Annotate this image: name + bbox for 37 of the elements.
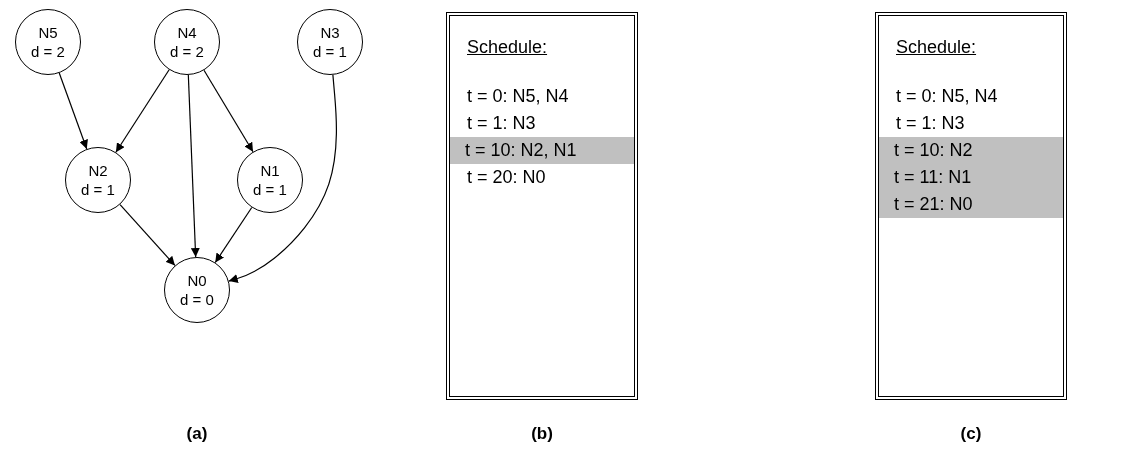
node-label: N3 [320,23,340,42]
arrow [203,69,254,153]
node-label: d = 1 [81,180,115,199]
panel-label: (b) [531,424,553,444]
schedule-panel [446,12,638,400]
schedule-row-text: t = 0: N5, N4 [466,85,569,108]
schedule-heading: Schedule: [895,36,977,59]
node-label: N0 [187,271,207,290]
node-label: d = 2 [170,42,204,61]
arrow [214,206,253,264]
node-label: d = 0 [180,290,214,309]
schedule-row-text: t = 21: N0 [893,193,973,216]
node-label: d = 1 [313,42,347,61]
schedule-heading: Schedule: [466,36,548,59]
node-label: d = 2 [31,42,65,61]
arrow [187,74,200,258]
highlight-band [879,137,1063,218]
schedule-row-text: t = 10: N2 [893,139,973,162]
node-label: N5 [38,23,58,42]
schedule-row-text: t = 0: N5, N4 [895,85,998,108]
schedule-row-text: t = 1: N3 [466,112,536,135]
schedule-row-text: t = 10: N2, N1 [464,139,577,162]
panel-label: (a) [186,424,208,444]
highlight-band [450,137,634,164]
arrow [119,203,176,267]
node-label: N1 [260,161,280,180]
node-label: d = 1 [253,180,287,199]
schedule-row-text: t = 1: N3 [895,112,965,135]
arrow [115,69,170,153]
node-label: N4 [177,23,197,42]
arrow [58,72,88,150]
schedule-panel [875,12,1067,400]
node-label: N2 [88,161,108,180]
schedule-row-text: t = 11: N1 [893,166,972,189]
schedule-row-text: t = 20: N0 [466,166,546,189]
arrow [228,74,337,283]
panel-label: (c) [960,424,982,444]
